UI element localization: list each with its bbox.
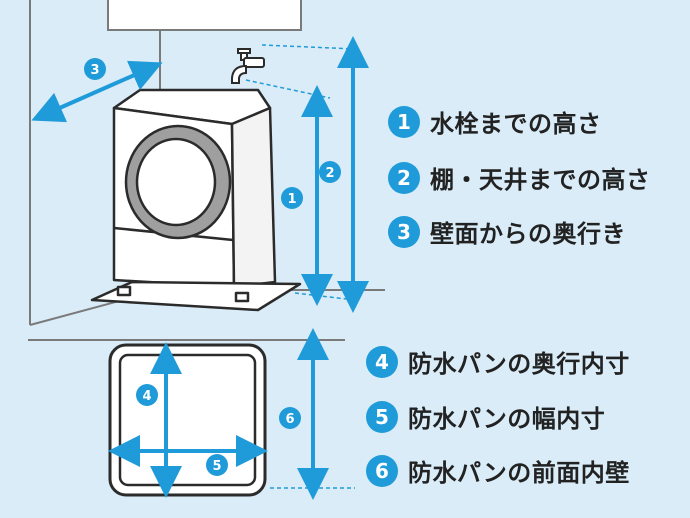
- legend-label: 防水パンの幅内寸: [408, 405, 606, 433]
- legend-label: 防水パンの前面内壁: [408, 459, 630, 487]
- badge-4: 4: [136, 384, 158, 406]
- badge-1: 1: [281, 187, 303, 209]
- svg-text:6: 6: [285, 412, 294, 427]
- legend-number-badge: 1: [388, 105, 420, 138]
- legend-label: 壁面からの奥行き: [430, 220, 626, 248]
- washer-base-pan: [90, 280, 302, 312]
- legend-number-badge: 5: [366, 400, 398, 433]
- legend-label: 水栓までの高さ: [430, 110, 602, 138]
- legend-label: 防水パンの奥行内寸: [408, 350, 630, 378]
- badge-3: 3: [84, 58, 106, 80]
- legend-item-3: 3 壁面からの奥行き: [388, 214, 626, 249]
- svg-text:1: 1: [287, 192, 296, 207]
- legend-label: 棚・天井までの高さ: [430, 166, 651, 194]
- badge-6: 6: [279, 407, 301, 429]
- svg-text:4: 4: [142, 389, 151, 404]
- legend-item-4: 4 防水パンの奥行内寸: [366, 344, 630, 379]
- legend-number-badge: 2: [388, 161, 420, 194]
- legend-number-badge: 6: [366, 454, 398, 487]
- svg-text:2: 2: [325, 166, 334, 181]
- badge-2: 2: [319, 161, 341, 183]
- waterproof-pan-icon: [108, 343, 267, 497]
- badge-5: 5: [206, 454, 228, 476]
- arrow-3-wall-depth: [31, 60, 163, 123]
- water-faucet-icon: [231, 48, 265, 84]
- legend-item-1: 1 水栓までの高さ: [388, 104, 602, 139]
- svg-text:3: 3: [90, 63, 99, 78]
- washing-machine-icon: [112, 88, 277, 289]
- legend-number-badge: 4: [366, 345, 398, 378]
- upper-shelf: [107, 0, 302, 31]
- svg-text:5: 5: [212, 459, 221, 474]
- legend-number-badge: 3: [388, 215, 420, 248]
- measurement-arrows: [31, 36, 369, 500]
- legend-item-2: 2 棚・天井までの高さ: [388, 160, 651, 195]
- legend-item-6: 6 防水パンの前面内壁: [366, 453, 630, 488]
- legend-item-5: 5 防水パンの幅内寸: [366, 399, 605, 434]
